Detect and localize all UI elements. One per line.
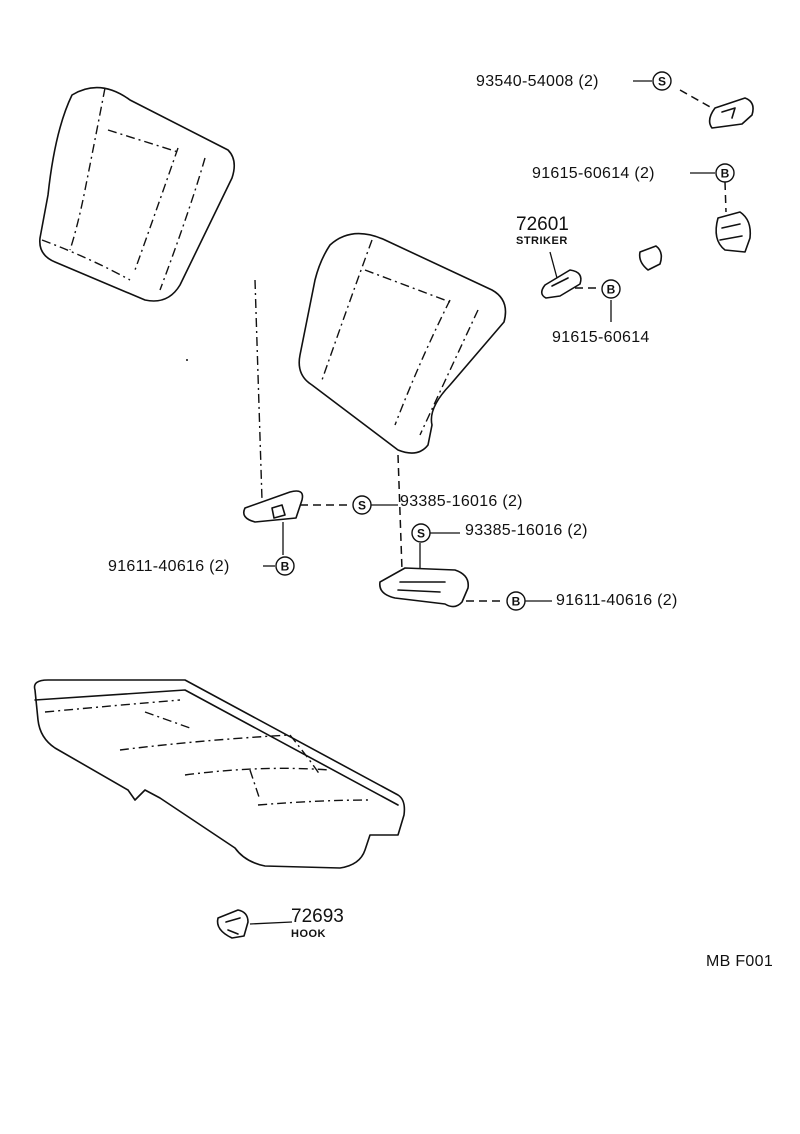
part-number-label: 93385-16016 (2): [400, 493, 523, 510]
lock-plate-part: [708, 97, 754, 129]
striker-part: [540, 269, 582, 299]
seat-cushion-part: [33, 679, 406, 869]
part-number-label: 91611-40616 (2): [556, 592, 678, 609]
screw-symbol-icon: S: [411, 523, 431, 543]
guide-line-left: [254, 279, 263, 501]
hook-part: [216, 909, 249, 939]
clip-part: [638, 245, 663, 271]
bolt-symbol-icon: B: [601, 279, 621, 299]
bolt-symbol-icon: B: [715, 163, 735, 183]
center-hinge-bracket-part: [378, 567, 470, 608]
striker-part-number: 72601: [516, 214, 569, 235]
lock-assembly-part: [715, 211, 752, 253]
screw-symbol-icon: S: [652, 71, 672, 91]
left-hinge-bracket-part: [242, 490, 304, 523]
part-number-label: 91615-60614 (2): [532, 165, 655, 182]
svg-text:B: B: [721, 167, 730, 181]
striker-part-name: STRIKER: [516, 235, 568, 247]
svg-text:B: B: [607, 283, 616, 297]
figure-code: MB F001: [706, 953, 773, 970]
guide-line-center: [397, 454, 403, 571]
bolt-symbol-icon: B: [506, 591, 526, 611]
svg-text:B: B: [281, 560, 290, 574]
bolt-symbol-icon: B: [275, 556, 295, 576]
left-seatback-part: [38, 86, 236, 302]
hook-part-name: HOOK: [291, 928, 326, 940]
svg-text:S: S: [658, 75, 666, 89]
part-number-label: 91615-60614: [552, 329, 650, 346]
screw-symbol-icon: S: [352, 495, 372, 515]
svg-text:S: S: [417, 527, 425, 541]
svg-text:S: S: [358, 499, 366, 513]
part-number-label: 91611-40616 (2): [108, 558, 230, 575]
svg-text:B: B: [512, 595, 521, 609]
hook-part-number: 72693: [291, 906, 344, 927]
part-number-label: 93385-16016 (2): [465, 522, 588, 539]
part-number-label: 93540-54008 (2): [476, 73, 599, 90]
center-seatback-part: [298, 232, 507, 454]
